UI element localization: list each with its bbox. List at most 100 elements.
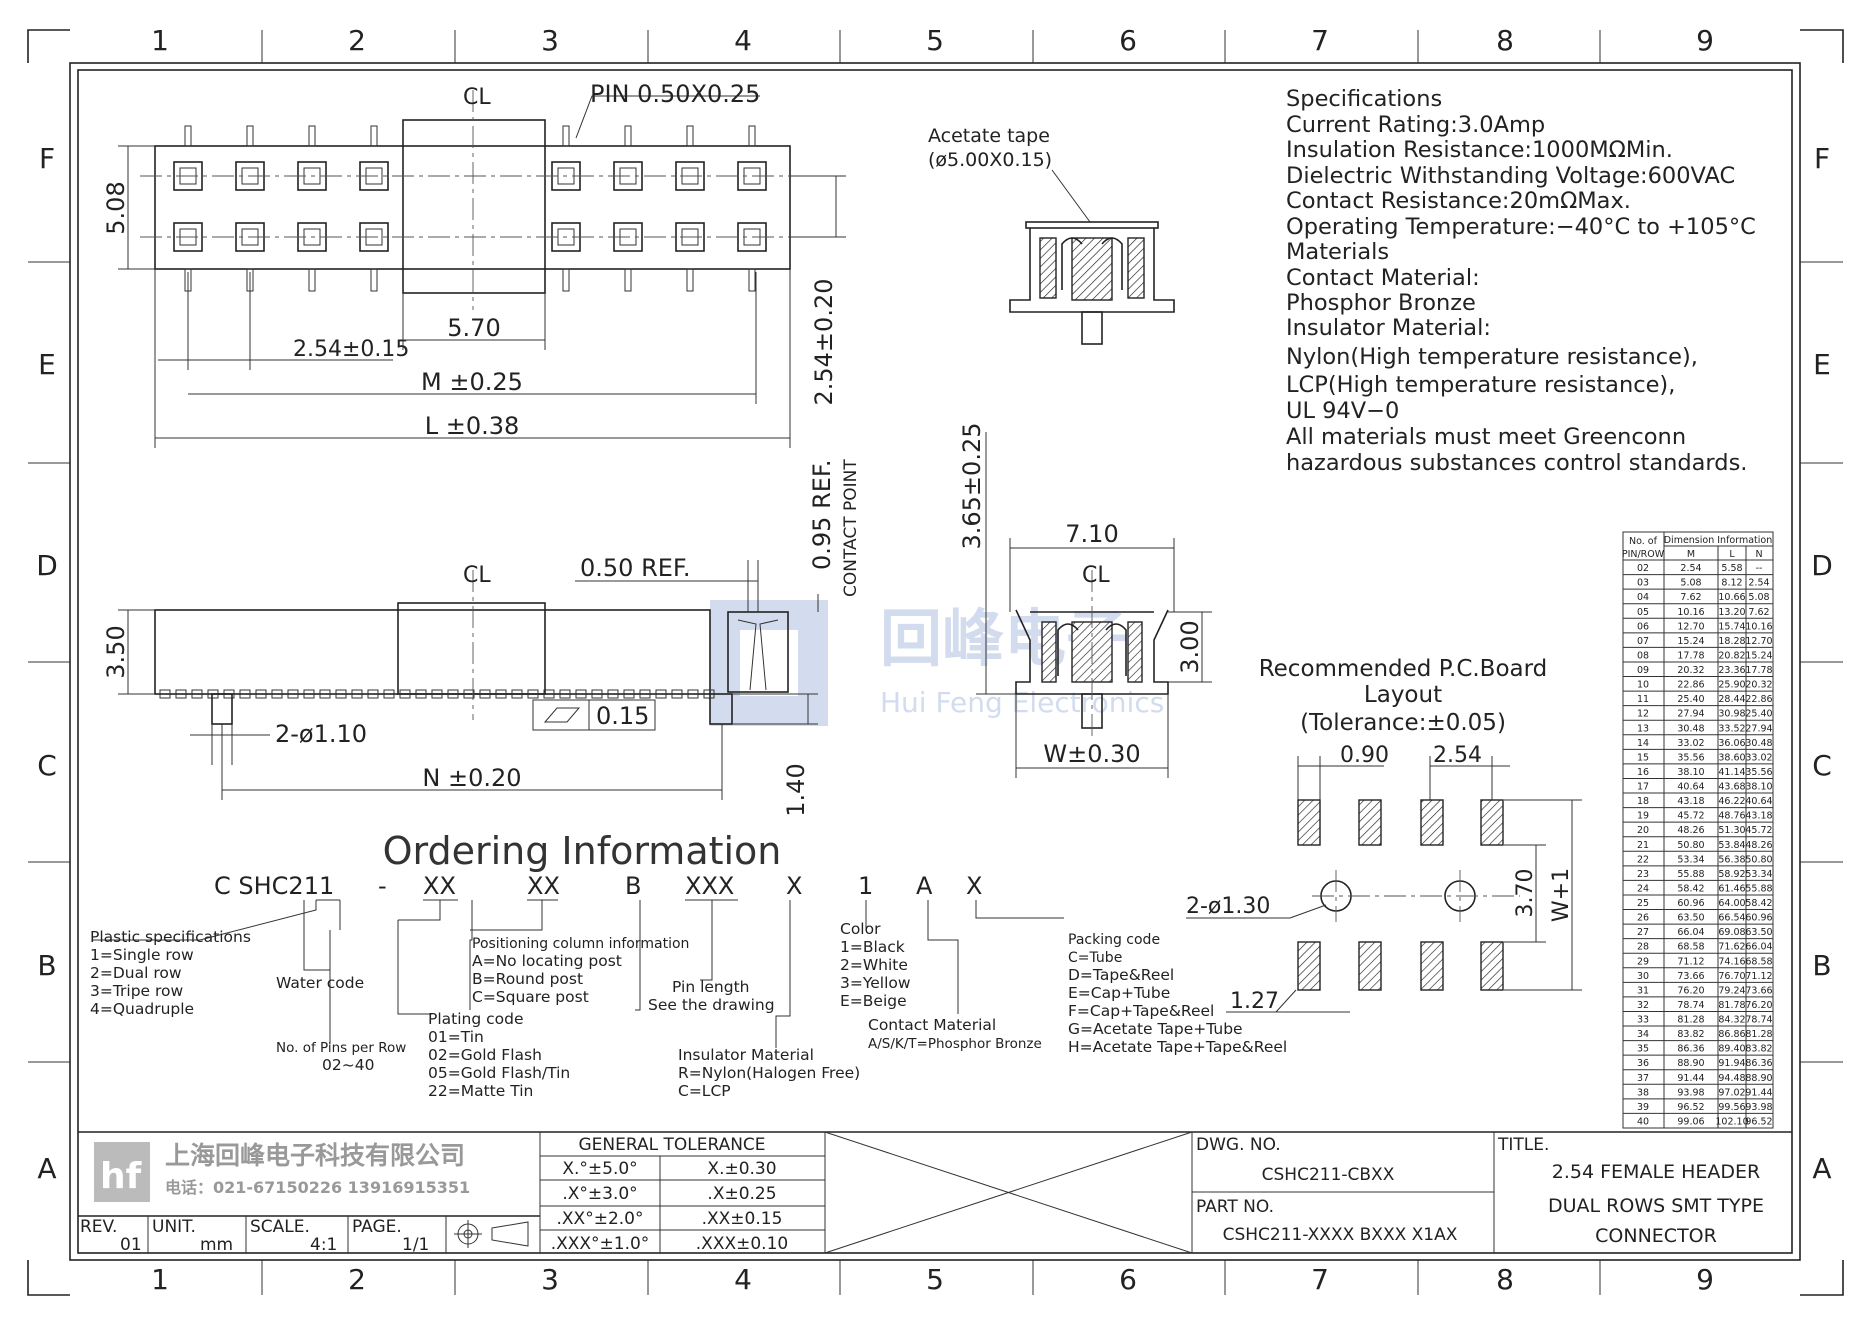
table-cell: 76.20 (1745, 1000, 1772, 1011)
table-cell: 78.74 (1677, 1000, 1704, 1011)
table-cell: 15.24 (1677, 636, 1704, 647)
watermark: 回峰电子 Hui Feng Electronics (710, 600, 1164, 726)
table-cell: 15.74 (1718, 621, 1745, 632)
title-line: 2.54 FEMALE HEADER (1552, 1161, 1760, 1183)
table-cell: 12 (1637, 709, 1649, 720)
specifications: Specifications Current Rating:3.0Amp Ins… (1286, 86, 1756, 476)
contact-line: A/S/K/T=Phosphor Bronze (868, 1036, 1042, 1052)
table-cell: 20 (1637, 825, 1649, 836)
pinlength-line: Pin length (672, 978, 749, 996)
table-cell: 88.90 (1677, 1058, 1704, 1069)
dimension-table: No. of PIN/ROW Dimension Information M L… (1622, 531, 1774, 1129)
table-cell: 84.32 (1718, 1015, 1745, 1026)
pinlength-line: See the drawing (648, 996, 775, 1014)
table-cell: 20.82 (1718, 650, 1745, 661)
table-cell: 83.82 (1677, 1029, 1704, 1040)
table-cell: 15.24 (1745, 650, 1772, 661)
table-cell: 06 (1637, 621, 1649, 632)
table-cell: 45.72 (1677, 811, 1704, 822)
table-cell: 18 (1637, 796, 1649, 807)
table-cell: 86.86 (1718, 1029, 1745, 1040)
smt-foot (431, 689, 443, 699)
title-line: CONNECTOR (1595, 1225, 1717, 1247)
grid-col-label: 7 (1311, 24, 1329, 57)
table-cell: 41.14 (1718, 767, 1745, 778)
packing-line: G=Acetate Tape+Tube (1068, 1020, 1243, 1038)
table-cell: 17 (1637, 782, 1649, 793)
table-cell: 27.94 (1745, 723, 1772, 734)
smt-foot (623, 689, 635, 699)
spec-line: Nylon(High temperature resistance), (1286, 344, 1698, 370)
table-cell: 45.72 (1745, 825, 1772, 836)
plastic-line: 4=Quadruple (90, 1000, 194, 1018)
pcb-pad (1297, 941, 1321, 991)
positioning-line: A=No locating post (472, 952, 622, 970)
table-cell: 76.20 (1677, 985, 1704, 996)
table-cell: 7.62 (1680, 592, 1701, 603)
smt-foot (383, 689, 395, 699)
table-cell: 5.08 (1748, 592, 1769, 603)
table-cell: 30 (1637, 971, 1649, 982)
table-col-l: L (1729, 549, 1735, 560)
tape-label: Acetate tape (928, 125, 1050, 147)
packing-line: H=Acetate Tape+Tape&Reel (1068, 1038, 1287, 1056)
smt-foot (303, 689, 315, 699)
pcb-pad (1358, 799, 1382, 846)
pin-lead (562, 125, 570, 147)
table-cell: 38.10 (1677, 767, 1704, 778)
code-part: B (625, 872, 641, 900)
company-logo-mark: hf (100, 1156, 142, 1197)
table-cell: 56.38 (1718, 854, 1745, 865)
side-view: CL 0.50 REF. 3.50 2-ø1.10 N ±0.20 0.15 0… (102, 459, 861, 817)
table-cell: 7.62 (1748, 607, 1769, 618)
table-cell: 79.24 (1718, 985, 1745, 996)
spec-line: UL 94V−0 (1286, 398, 1399, 424)
table-cell: 22 (1637, 854, 1649, 865)
table-cell: 12.70 (1677, 621, 1704, 632)
table-head-no: No. of (1629, 536, 1658, 547)
contact-cavity (675, 222, 705, 252)
table-cell: 03 (1637, 578, 1649, 589)
table-cell: 23.36 (1718, 665, 1745, 676)
plastic-line: 2=Dual row (90, 964, 182, 982)
table-cell: 88.90 (1745, 1073, 1772, 1084)
scale-label: SCALE. (250, 1217, 310, 1237)
table-cell: 05 (1637, 607, 1649, 618)
table-cell: 71.62 (1718, 942, 1745, 953)
code-part: - (378, 872, 387, 900)
table-cell: 55.88 (1677, 869, 1704, 880)
packing-line: Packing code (1068, 932, 1160, 948)
pcb-title2: Layout (1364, 682, 1442, 708)
top-dim-l: L ±0.38 (425, 412, 520, 440)
table-cell: 25.40 (1745, 709, 1772, 720)
table-cell: 68.58 (1677, 942, 1704, 953)
smt-foot (239, 689, 251, 699)
top-dim-pitch: 2.54±0.15 (293, 337, 409, 362)
pcb-pad (1420, 941, 1444, 991)
table-cell: 63.50 (1677, 913, 1704, 924)
table-cell: 17.78 (1745, 665, 1772, 676)
table-cell: 36.06 (1718, 738, 1745, 749)
table-cell: 60.96 (1745, 913, 1772, 924)
table-cell: 32 (1637, 1000, 1649, 1011)
pin-lead (370, 268, 378, 292)
tape-size: (ø5.00X0.15) (928, 149, 1052, 171)
contact-cavity (173, 222, 203, 252)
table-cell: 35.56 (1745, 767, 1772, 778)
pcb-dim-pad-w: 0.90 (1340, 743, 1389, 768)
plating-line: Plating code (428, 1010, 524, 1028)
plating-line: 02=Gold Flash (428, 1046, 542, 1064)
table-cell: 17.78 (1677, 650, 1704, 661)
table-cell: 20.32 (1677, 665, 1704, 676)
table-cell: 22.86 (1745, 694, 1772, 705)
pin-lead (308, 125, 316, 147)
grid-row-label: C (37, 749, 57, 782)
table-col-n: N (1755, 549, 1762, 560)
spec-line: Insulator Material: (1286, 315, 1491, 341)
grid-col-label: 9 (1696, 1263, 1714, 1296)
smt-foot (559, 689, 571, 699)
table-cell: 38.10 (1745, 782, 1772, 793)
pin-lead (686, 268, 694, 292)
grid-row-label: B (1812, 949, 1831, 982)
